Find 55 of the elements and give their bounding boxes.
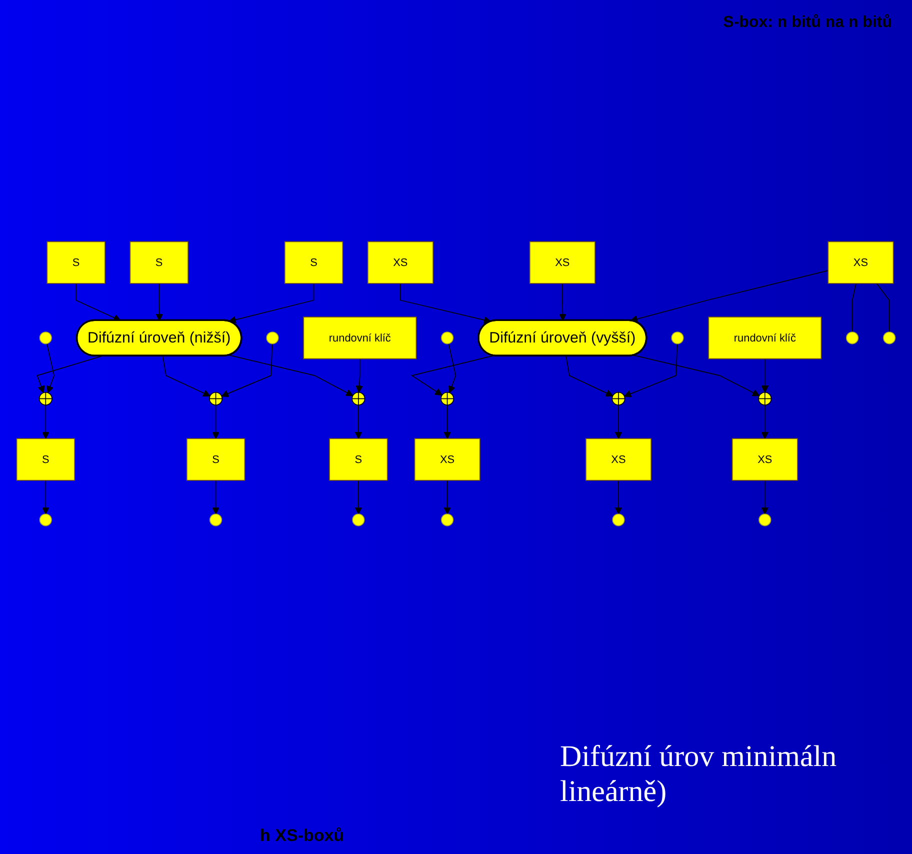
arrow — [212, 480, 220, 515]
arrow — [400, 283, 492, 324]
arrow — [444, 480, 451, 515]
process-box: S — [16, 438, 75, 481]
xor-symbol — [352, 392, 366, 406]
process-box: S — [186, 438, 246, 481]
arrow — [633, 355, 760, 396]
arrow — [761, 480, 769, 515]
arrow — [42, 404, 50, 440]
process-box: XS — [367, 242, 434, 284]
arrow — [212, 404, 220, 440]
xor-symbol — [38, 392, 52, 406]
arrow — [356, 358, 363, 393]
arrow — [761, 404, 769, 440]
arrow — [228, 355, 354, 396]
process-box: rundovní klíč — [303, 316, 417, 360]
process-box: S — [130, 242, 188, 284]
diffusion-ellipse: Difúzní úroveň (vyšší) — [478, 320, 648, 357]
diffusion-ellipse: Difúzní úroveň (nižší) — [76, 320, 242, 357]
arrow — [46, 343, 55, 394]
xor-symbol — [758, 392, 772, 406]
process-box: S — [46, 242, 106, 284]
arrow — [630, 270, 829, 323]
arrow — [228, 283, 314, 324]
arrow — [444, 404, 451, 440]
arrow — [624, 344, 678, 398]
process-box: XS — [828, 242, 894, 284]
arrow — [42, 480, 50, 515]
xor-symbol — [440, 392, 454, 406]
arrow — [410, 356, 494, 396]
xor-symbol — [612, 392, 626, 406]
heading-label: S-box: n bitů na n bitů — [723, 14, 892, 32]
process-box: S — [284, 242, 344, 284]
arrow — [162, 356, 210, 397]
arrow — [559, 283, 566, 322]
arrow — [761, 358, 769, 393]
process-box: S — [329, 438, 388, 481]
caption-label: h XS-boxů — [260, 826, 344, 846]
arrow — [566, 356, 614, 397]
body-text: Difúzní úrov minimáln lineárně) — [560, 740, 838, 809]
arrow — [221, 344, 273, 398]
process-box: XS — [529, 242, 596, 284]
arrow — [156, 283, 164, 322]
arrow — [614, 404, 622, 440]
arrow — [36, 356, 103, 394]
arrow — [354, 404, 362, 440]
process-box: XS — [414, 438, 480, 481]
xor-symbol — [209, 392, 223, 406]
arrow — [354, 480, 362, 515]
process-box: rundovní klíč — [708, 316, 822, 360]
arrow — [614, 480, 622, 515]
process-box: XS — [586, 438, 652, 481]
process-box: XS — [732, 438, 798, 481]
arrow — [76, 283, 121, 322]
arrow — [448, 343, 456, 394]
